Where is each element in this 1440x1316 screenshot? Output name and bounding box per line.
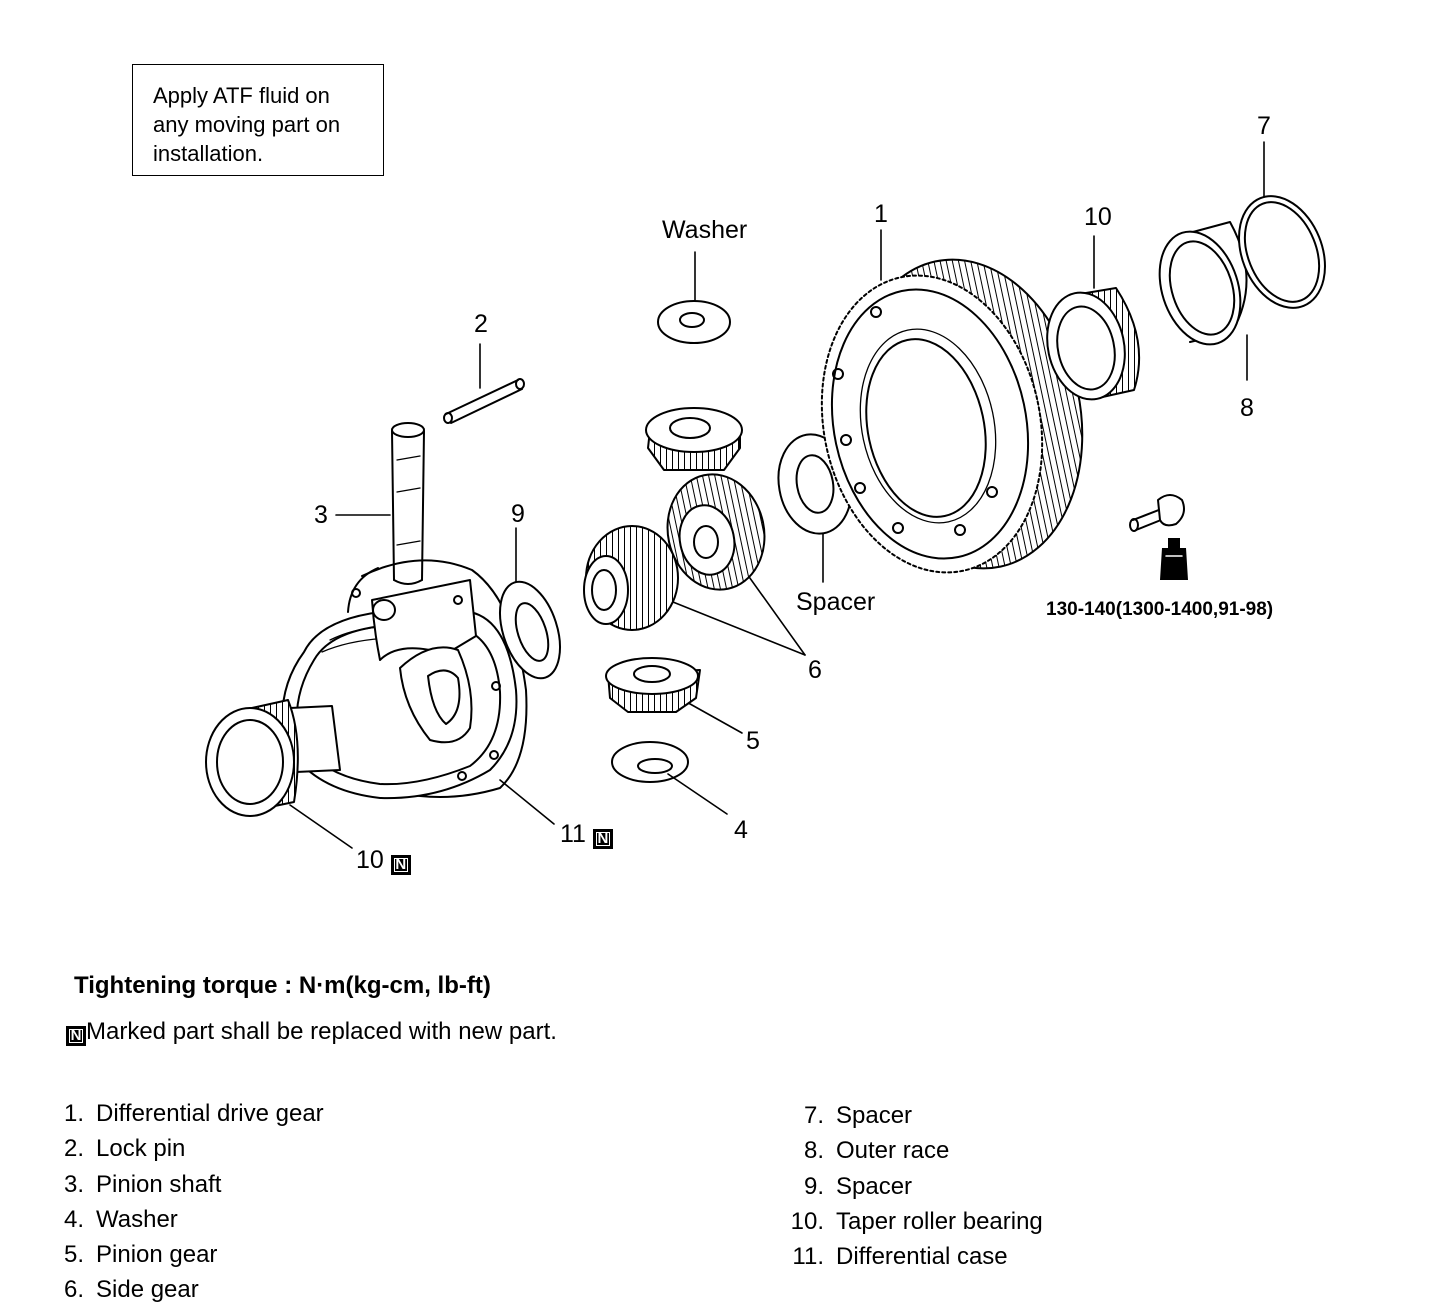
note-line-1: Apply ATF fluid on <box>153 83 330 108</box>
legend-item: 11. Differential case <box>792 1239 1043 1274</box>
legend-item-number: 7. <box>803 1102 824 1129</box>
legend-item-name: Differential case <box>836 1243 1008 1271</box>
parts-legend-left: 1. Differential drive gear 2. Lock pin 3. P… <box>64 1096 324 1308</box>
callout-washer: Washer <box>662 216 748 244</box>
legend-item-name: Pinion shaft <box>96 1170 222 1198</box>
bolt <box>1129 494 1185 532</box>
legend-item: 9. Spacer <box>804 1169 1043 1204</box>
legend-item-name: Taper roller bearing <box>836 1207 1043 1235</box>
callout-3: 3 <box>314 501 328 529</box>
replace-note-text: Marked part shall be replaced with new p… <box>86 1018 557 1045</box>
legend-item-number: 6. <box>63 1276 84 1304</box>
legend-item-number: 9. <box>803 1172 824 1200</box>
legend-item-name: Lock pin <box>96 1135 186 1163</box>
callout-11: 11 N <box>560 822 613 849</box>
spacer-7 <box>1238 195 1326 309</box>
new-part-badge-icon: N <box>390 855 411 875</box>
note-line-2: any moving part on <box>153 112 341 137</box>
pinion-gear-upper <box>645 407 743 471</box>
legend-item: 4. Washer <box>64 1202 324 1237</box>
callout-5: 5 <box>746 727 760 755</box>
callout-4: 4 <box>734 816 748 844</box>
legend-item-number: 2. <box>63 1135 84 1163</box>
lock-pin <box>443 378 525 424</box>
outer-race <box>1158 221 1248 346</box>
legend-item: 8. Outer race <box>804 1133 1043 1168</box>
drive-gear <box>820 258 1084 574</box>
differential-case <box>281 559 528 800</box>
legend-item-name: Pinion gear <box>96 1241 218 1269</box>
side-gear-front <box>583 525 679 631</box>
legend-item-number: 3. <box>63 1170 84 1198</box>
new-part-badge-icon: N <box>66 1026 86 1046</box>
side-gear-rear <box>666 473 766 591</box>
torque-spec: 130-140(1300-1400,91-98) <box>1046 599 1274 620</box>
callout-6: 6 <box>808 656 822 684</box>
legend-item: 6. Side gear <box>64 1272 324 1307</box>
callout-10-top: 10 <box>1084 203 1112 231</box>
legend-item-name: Washer <box>96 1205 178 1233</box>
callout-1: 1 <box>874 200 888 228</box>
callout-9: 9 <box>511 500 525 528</box>
legend-item-name: Spacer <box>836 1102 913 1129</box>
callout-10-bottom: 10 N <box>356 848 411 875</box>
washer-lower <box>611 741 689 783</box>
leader-lines <box>289 141 1265 849</box>
legend-item-number: 1. <box>63 1100 84 1127</box>
new-part-badge-icon: N <box>592 829 613 849</box>
legend-item: 2. Lock pin <box>64 1131 324 1166</box>
pinion-shaft <box>391 422 425 585</box>
legend-item-name: Outer race <box>836 1137 950 1165</box>
callout-10-bottom-text: 10 <box>356 846 384 874</box>
pinion-gear-lower <box>605 657 701 713</box>
sealant-bottle-icon <box>1160 538 1188 580</box>
callout-2: 2 <box>474 310 488 338</box>
legend-item-number: 11. <box>792 1243 824 1271</box>
legend-item-number: 8. <box>803 1137 824 1165</box>
legend-item: 5. Pinion gear <box>64 1237 324 1272</box>
spacer-9 <box>499 580 561 680</box>
callout-7: 7 <box>1257 112 1271 140</box>
legend-item-number: 5. <box>63 1241 84 1269</box>
diagram-drawing <box>205 141 1326 849</box>
callout-8: 8 <box>1240 394 1254 422</box>
atf-note-box: Apply ATF fluid on any moving part on in… <box>132 64 384 176</box>
legend-item-number: 10. <box>790 1207 824 1235</box>
legend-item: 1. Differential drive gear <box>64 1096 324 1131</box>
note-line-3: installation. <box>153 141 264 166</box>
legend-item: 7. Spacer <box>804 1098 1043 1133</box>
legend-item: 10. Taper roller bearing <box>791 1204 1043 1239</box>
callout-11-text: 11 <box>560 820 586 848</box>
exploded-diagram: Apply ATF fluid on any moving part on in… <box>132 64 1326 875</box>
washer-top <box>657 300 731 344</box>
legend-item: 3. Pinion shaft <box>64 1167 324 1202</box>
legend-item-name: Differential drive gear <box>96 1100 324 1127</box>
bearing-right <box>1046 287 1141 401</box>
callout-spacer: Spacer <box>796 588 876 616</box>
bearing-left <box>205 699 299 817</box>
torque-title: Tightening torque : N·m(kg-cm, lb-ft) <box>74 972 491 999</box>
legend-item-name: Side gear <box>96 1276 199 1304</box>
legend-item-name: Spacer <box>836 1172 913 1200</box>
legend-item-number: 4. <box>63 1205 84 1233</box>
parts-legend-right: 7. Spacer 8. Outer race 9. Spacer 10. Taper … <box>791 1098 1043 1274</box>
